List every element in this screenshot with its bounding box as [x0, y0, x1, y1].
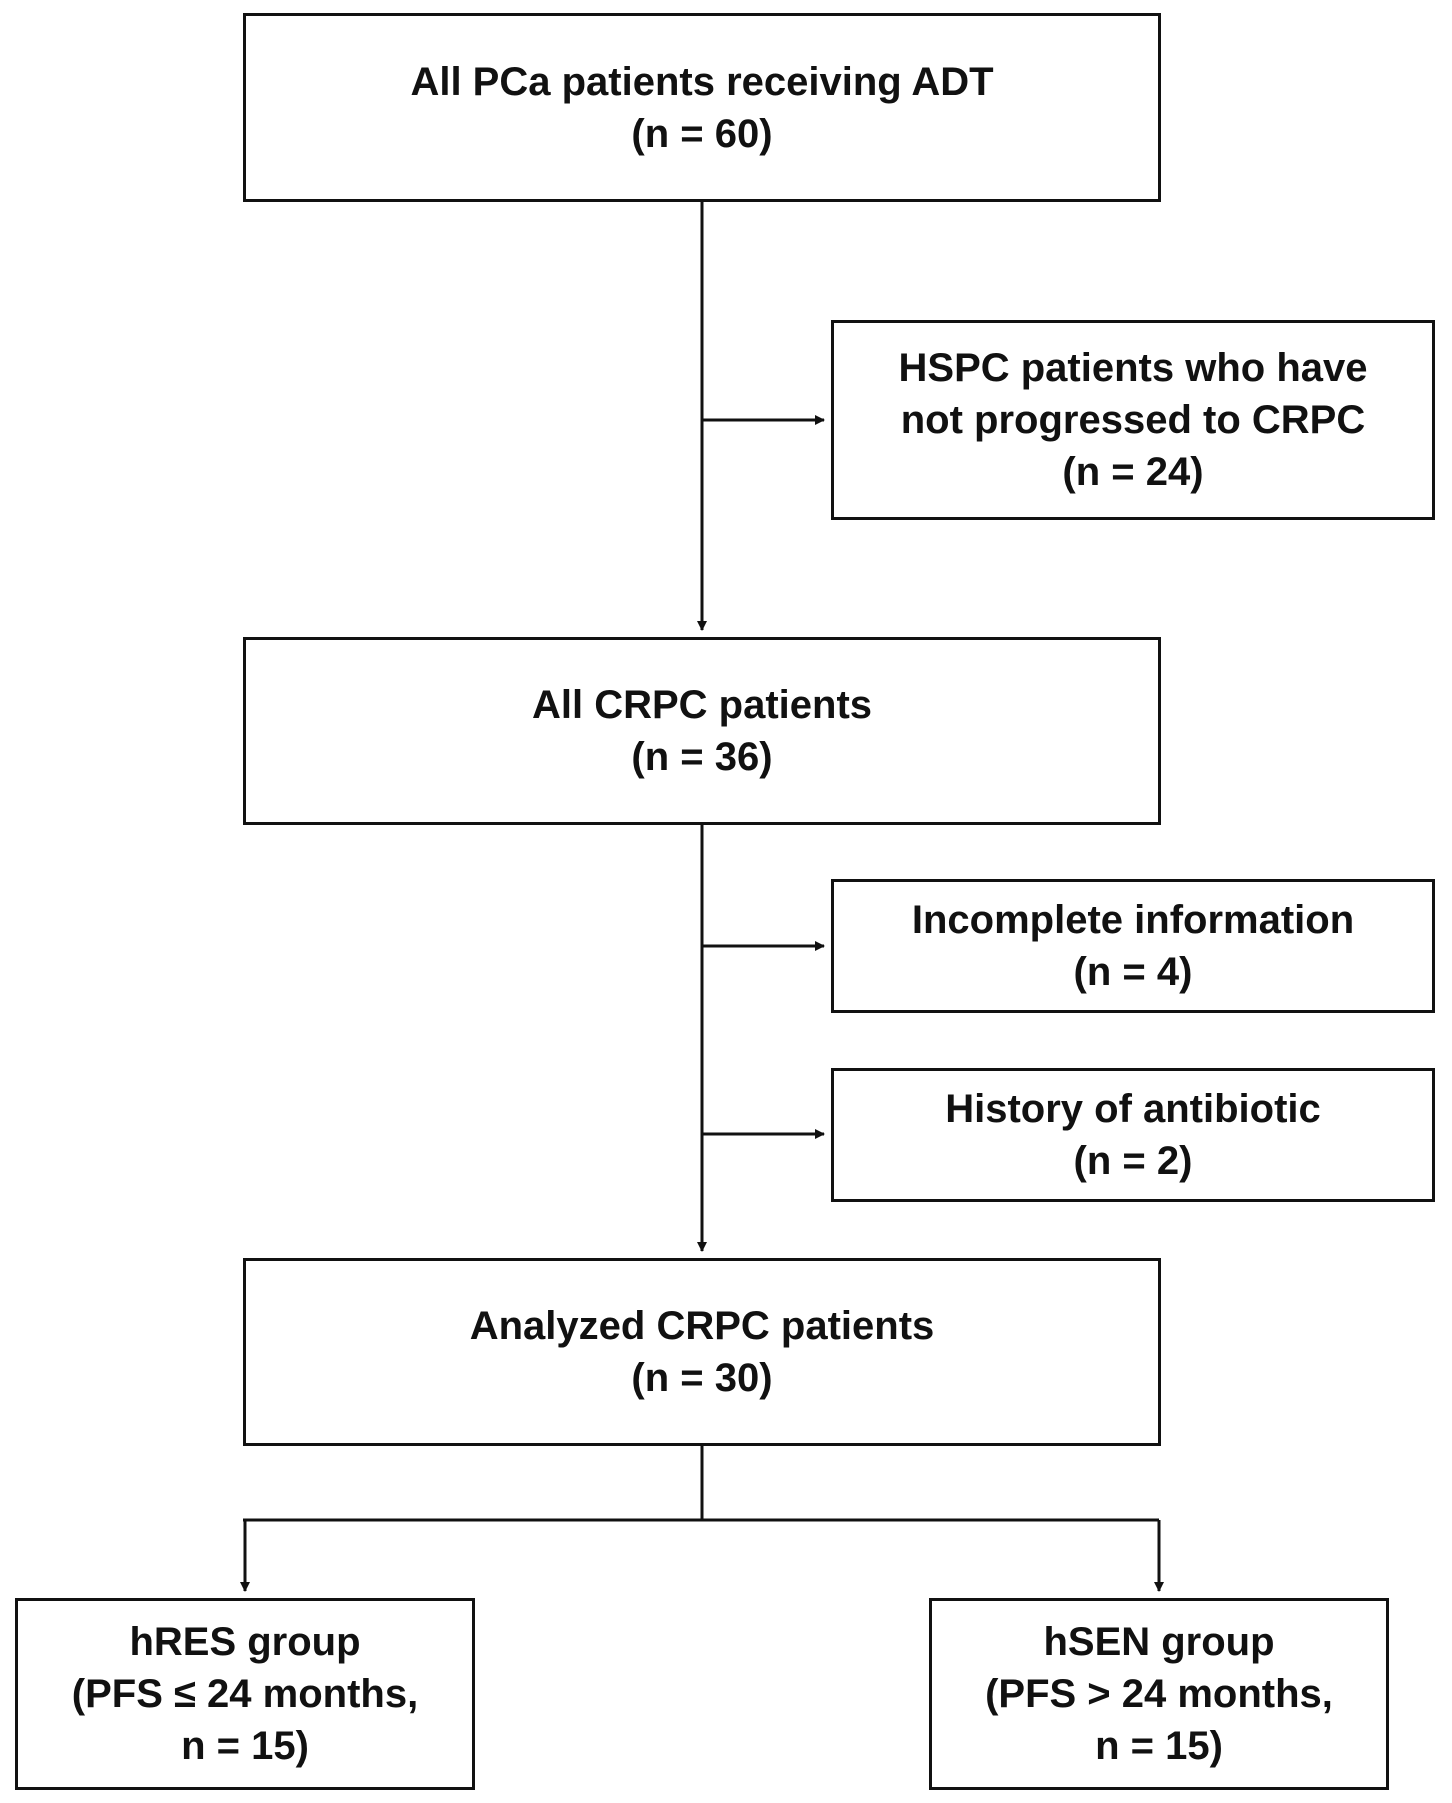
box-count: (n = 24): [1062, 450, 1204, 494]
box-label: hSEN group: [1043, 1620, 1275, 1664]
box-label: History of antibiotic: [945, 1087, 1321, 1131]
box-label: (PFS > 24 months,: [985, 1672, 1333, 1716]
box-label: hRES group: [129, 1620, 361, 1664]
box-count: (n = 36): [631, 735, 773, 779]
box-all-pca-patients: All PCa patients receiving ADT (n = 60): [243, 13, 1161, 202]
box-history-of-antibiotic: History of antibiotic (n = 2): [831, 1068, 1435, 1202]
box-count: (n = 2): [1073, 1139, 1193, 1183]
box-hspc-patients: HSPC patients who have not progressed to…: [831, 320, 1435, 520]
box-hres-group: hRES group (PFS ≤ 24 months, n = 15): [15, 1598, 475, 1790]
box-label: Analyzed CRPC patients: [469, 1304, 935, 1348]
box-hsen-group: hSEN group (PFS > 24 months, n = 15): [929, 1598, 1389, 1790]
box-count: n = 15): [181, 1724, 309, 1768]
box-count: (n = 60): [631, 111, 773, 156]
box-count: (n = 4): [1073, 950, 1193, 994]
box-label: All CRPC patients: [531, 683, 873, 727]
box-label: not progressed to CRPC: [900, 398, 1366, 442]
box-label: Incomplete information: [911, 898, 1355, 942]
box-incomplete-information: Incomplete information (n = 4): [831, 879, 1435, 1013]
box-analyzed-crpc-patients: Analyzed CRPC patients (n = 30): [243, 1258, 1161, 1446]
box-count: n = 15): [1095, 1724, 1223, 1768]
box-count: (n = 30): [631, 1356, 773, 1400]
box-all-crpc-patients: All CRPC patients (n = 36): [243, 637, 1161, 825]
box-label: HSPC patients who have: [898, 346, 1368, 390]
box-label: (PFS ≤ 24 months,: [71, 1672, 419, 1716]
box-label: All PCa patients receiving ADT: [410, 59, 994, 104]
